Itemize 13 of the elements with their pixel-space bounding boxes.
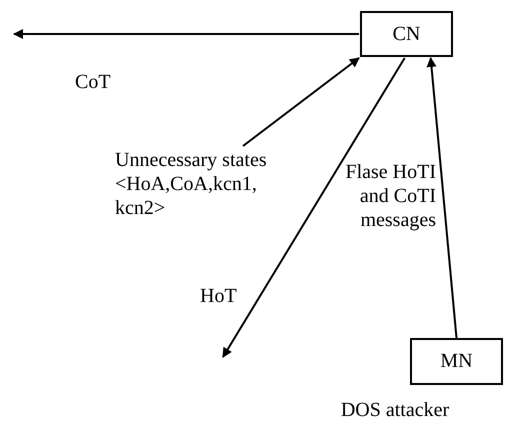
node-label: CN	[392, 22, 420, 46]
arrow	[222, 57, 406, 358]
node-box	[410, 338, 503, 385]
arrow	[426, 57, 458, 338]
node-caption: DOS attacker	[340, 398, 450, 422]
node-label: MN	[440, 350, 473, 373]
arrow	[13, 29, 359, 39]
arrow	[242, 57, 360, 147]
edge-label: Unnecessary states <HoA,CoA,kcn1, kcn2>	[115, 148, 268, 220]
edge-label: HoT	[200, 284, 238, 308]
node-box	[360, 11, 453, 57]
edge-label: Flase HoTI and CoTI messages	[344, 160, 436, 232]
edge-label: CoT	[75, 70, 112, 94]
